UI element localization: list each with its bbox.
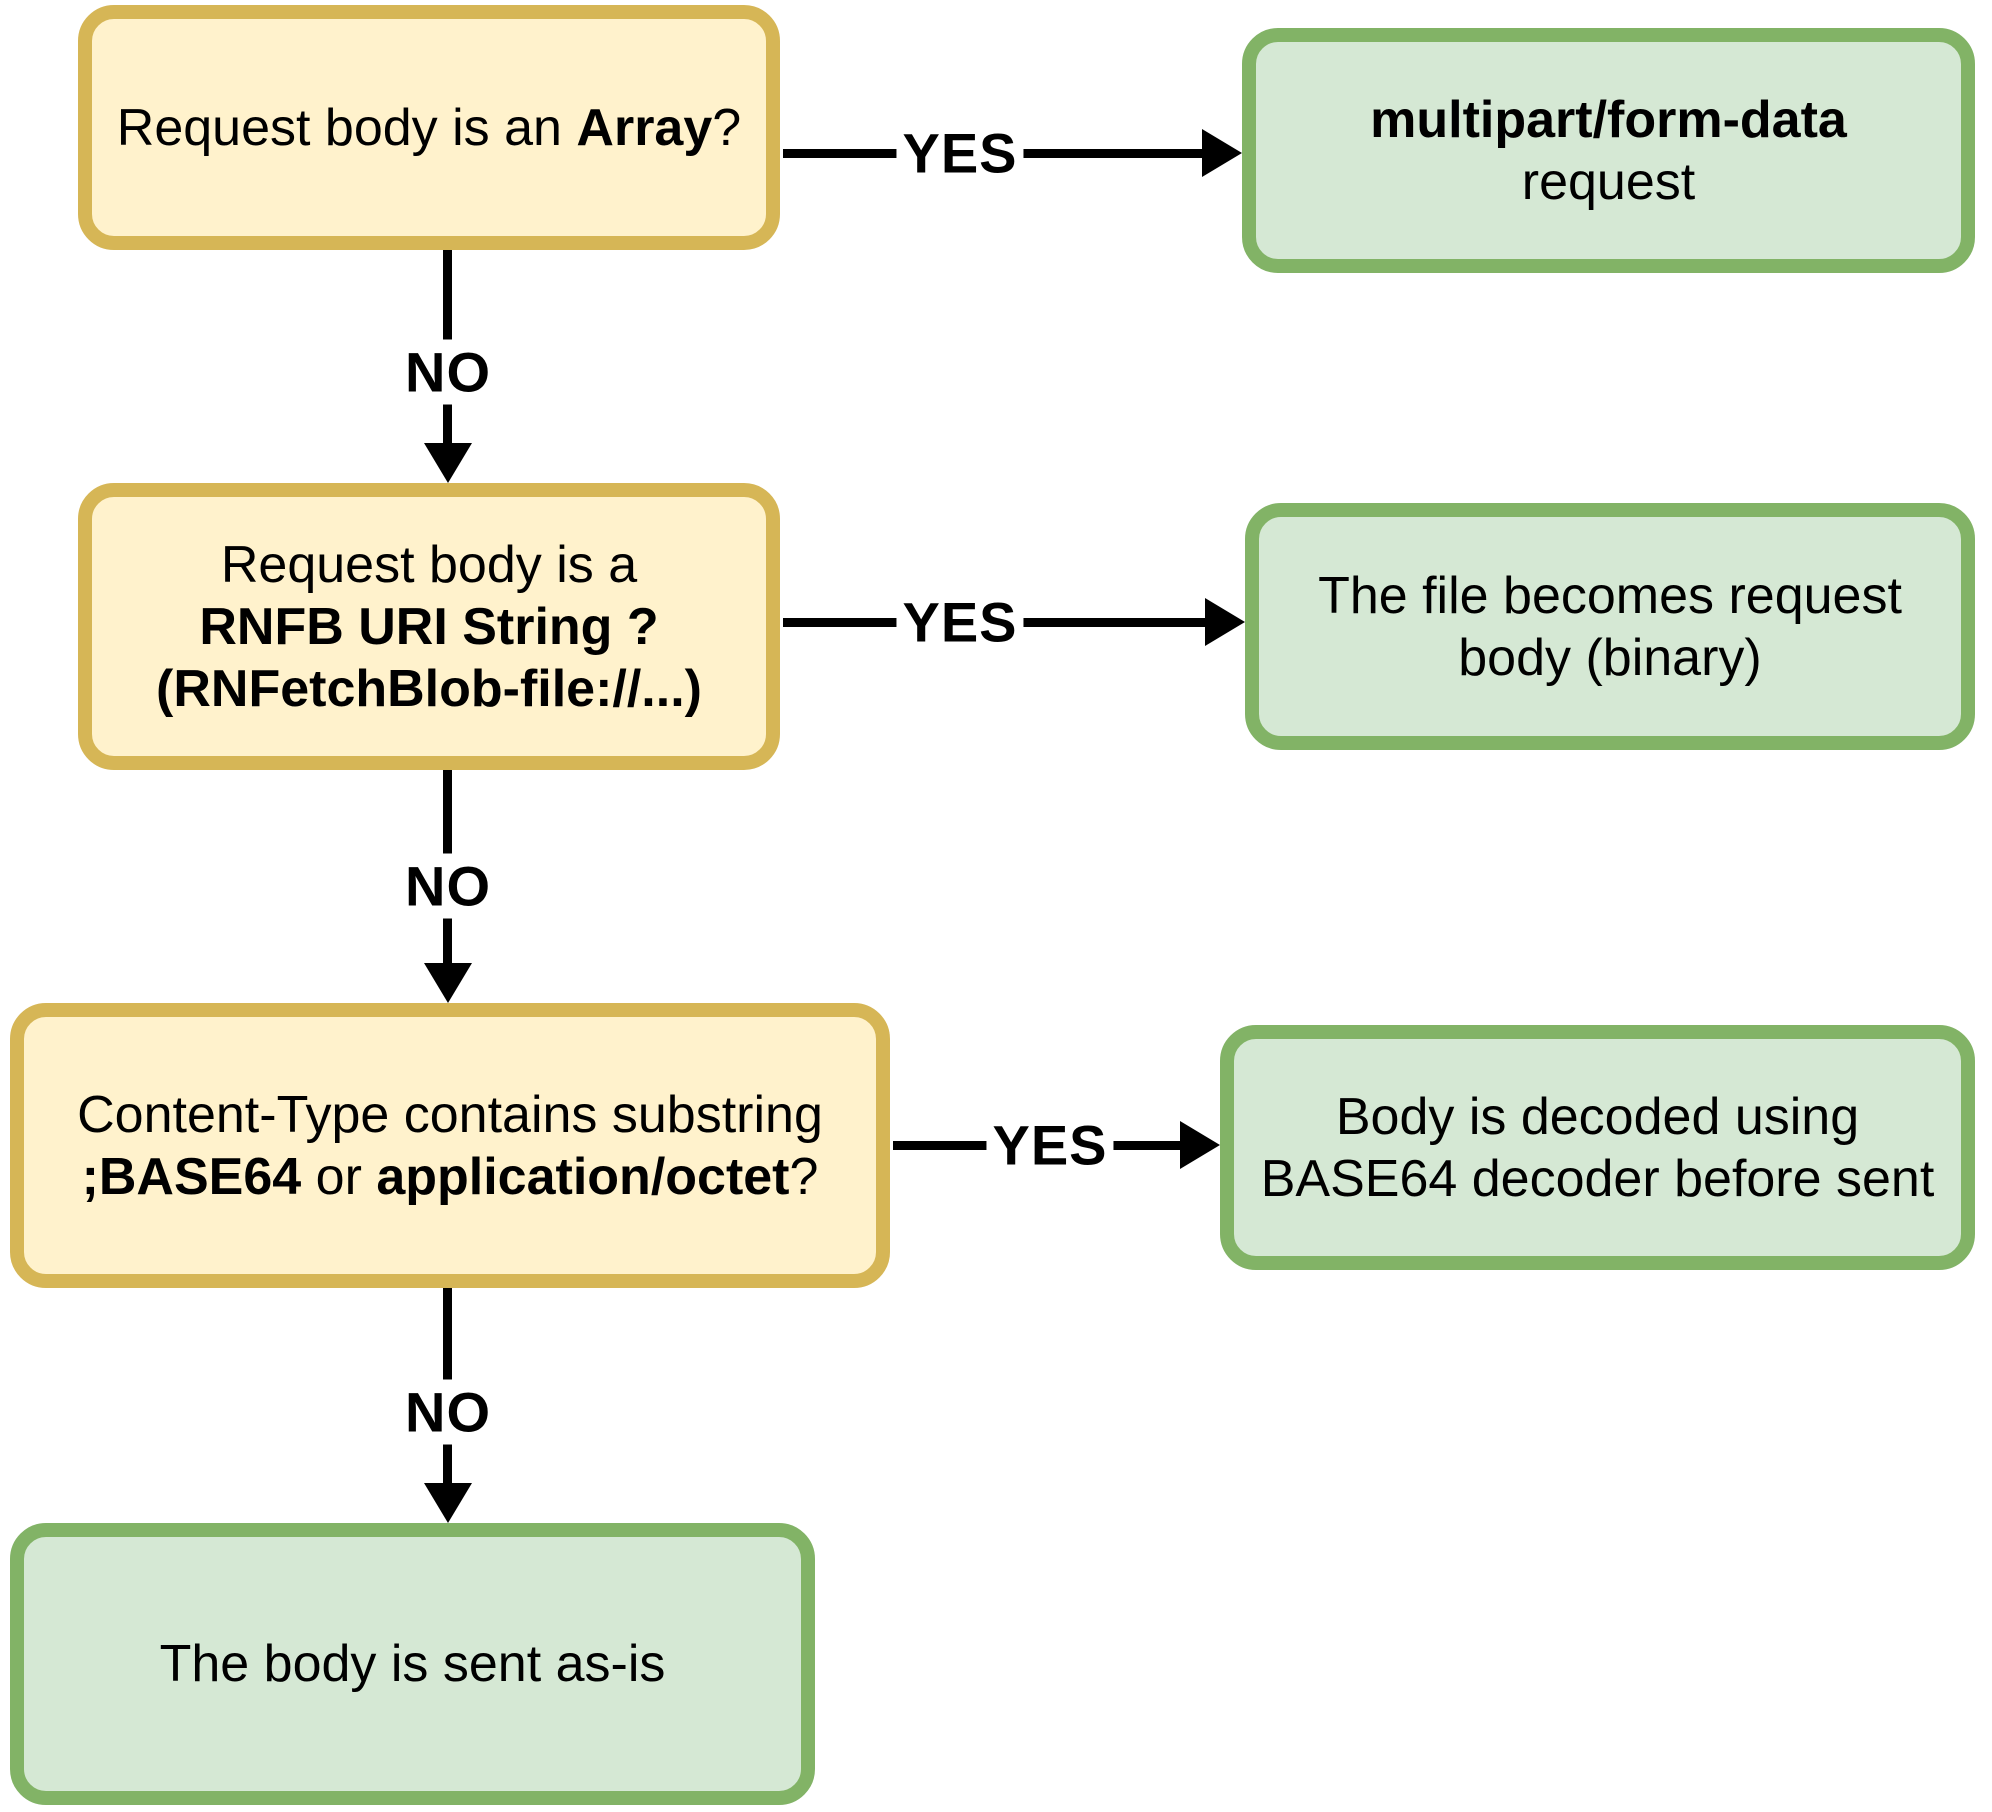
question-box-content-type: Content-Type contains substring ;BASE64 … [10,1003,890,1288]
q3-line1: Content-Type contains substring [77,1085,823,1144]
r2-line2: body (binary) [1458,628,1762,687]
question-box-rnfb-uri-text: Request body is a RNFB URI String ? (RNF… [156,534,702,720]
r2-line1: The file becomes request [1318,566,1902,625]
result-box-file-binary: The file becomes request body (binary) [1245,503,1975,750]
q3-line2-post: ? [789,1147,819,1206]
edge-label-yes-3: YES [986,1112,1114,1178]
q2-line3: (RNFetchBlob-file://...) [156,659,702,718]
arrowhead-down-icon [424,443,472,483]
result-box-file-binary-text: The file becomes request body (binary) [1318,565,1902,689]
arrowhead-down-icon [424,1483,472,1523]
end-line1: The body is sent as-is [159,1635,666,1693]
edge-label-yes-2: YES [896,589,1024,655]
end-box-text: The body is sent as-is [160,1633,666,1695]
result-box-multipart: multipart/form-data request [1242,28,1975,273]
r1-line2: request [1521,152,1696,211]
edge-label-no-3: NO [399,1379,497,1445]
r3-line2: BASE64 decoder before sent [1260,1149,1935,1208]
q1-text-pre: Request body is an [116,98,577,157]
question-box-rnfb-uri: Request body is a RNFB URI String ? (RNF… [78,483,780,770]
arrowhead-right-icon [1205,598,1245,646]
q3-line2-bold2: application/octet [376,1147,790,1206]
question-box-array-text: Request body is an Array? [117,97,741,159]
arrowhead-right-icon [1202,129,1242,177]
r1-line1: multipart/form-data [1370,90,1847,149]
q3-line2-bold1: ;BASE64 [81,1147,302,1206]
arrowhead-down-icon [424,963,472,1003]
edge-label-yes-1: YES [896,120,1024,186]
r3-line1: Body is decoded using [1335,1087,1860,1146]
result-box-base64-decoded-text: Body is decoded using BASE64 decoder bef… [1261,1086,1935,1210]
q1-text-post: ? [712,98,742,157]
arrowhead-right-icon [1180,1121,1220,1169]
edge-label-no-1: NO [399,339,497,405]
q2-line2: RNFB URI String ? [199,597,659,656]
end-box-body-sent-as-is: The body is sent as-is [10,1523,815,1805]
question-box-content-type-text: Content-Type contains substring ;BASE64 … [77,1084,823,1208]
q2-line1: Request body is a [220,535,638,594]
result-box-multipart-text: multipart/form-data request [1370,89,1847,213]
q3-line2-mid: or [301,1147,377,1206]
q1-text-bold: Array [576,98,713,157]
result-box-base64-decoded: Body is decoded using BASE64 decoder bef… [1220,1025,1975,1270]
question-box-request-body-array: Request body is an Array? [78,5,780,250]
edge-label-no-2: NO [399,853,497,919]
